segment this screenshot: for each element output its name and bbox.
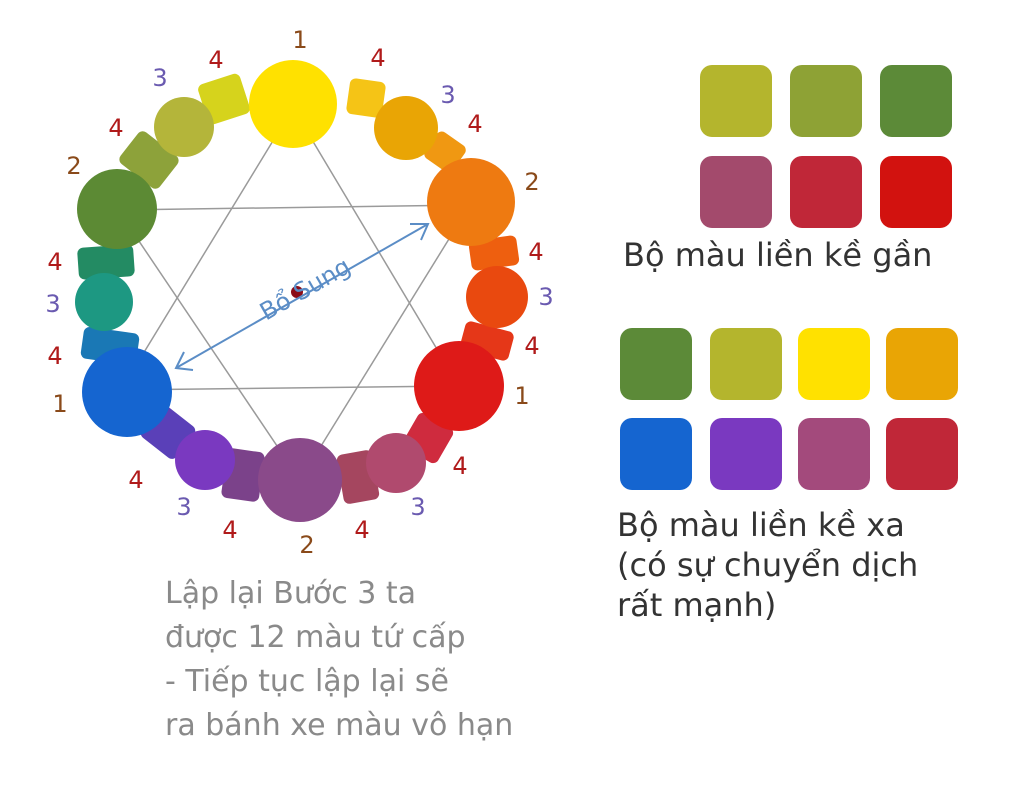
number-4-bottom: 4 (354, 516, 370, 544)
near-swatch-2 (790, 65, 862, 137)
t-swatch-yellow-orange (374, 96, 438, 160)
t-swatch-red-orange (466, 266, 528, 328)
number-4-top-right: 4 (370, 44, 386, 72)
t-swatch-red-violet (366, 433, 426, 493)
number-3-right: 3 (538, 283, 554, 311)
s-swatch-orange (427, 158, 515, 246)
q-swatch-11 (119, 131, 179, 189)
secondary-swatches (77, 158, 515, 522)
near-palette-caption: Bộ màu liền kề gần (623, 236, 933, 274)
far-swatch-6 (710, 418, 782, 490)
tertiary-swatches (75, 96, 528, 493)
explanation-line-3: - Tiếp tục lập lại sẽ (165, 664, 449, 699)
explanation-line-1: Lập lại Bước 3 ta (165, 576, 417, 611)
near-swatch-4 (700, 156, 772, 228)
number-3-bottom-left: 3 (176, 493, 192, 521)
far-caption-line-2: (có sự chuyển dịch (617, 546, 919, 584)
number-4-left-2: 4 (47, 248, 63, 276)
t-swatch-yellow-green (154, 97, 214, 157)
s-swatch-violet (258, 438, 342, 522)
near-swatch-5 (790, 156, 862, 228)
number-2-left: 2 (66, 152, 82, 180)
t-swatch-blue-violet (175, 430, 235, 490)
far-caption-line-3: rất mạnh) (617, 586, 777, 624)
q-swatch-12 (198, 73, 250, 125)
far-swatch-5 (620, 418, 692, 490)
number-4-bottom-left-2: 4 (128, 466, 144, 494)
number-1-left: 1 (52, 390, 68, 418)
far-swatch-8 (886, 418, 958, 490)
color-wheel (75, 60, 528, 522)
far-swatch-2 (710, 328, 782, 400)
number-4-right: 4 (528, 238, 544, 266)
number-4-top-right-2: 4 (467, 110, 483, 138)
number-3-top-left: 3 (152, 64, 168, 92)
q-swatch-1 (346, 78, 386, 118)
far-caption-line-1: Bộ màu liền kề xa (617, 506, 905, 544)
p-swatch-yellow (249, 60, 337, 148)
number-4-right-2: 4 (524, 332, 540, 360)
triangle-line-1 (292, 107, 460, 387)
triangle-line-4 (117, 204, 471, 211)
wheel-explanation: Lập lại Bước 3 ta được 12 màu tứ cấp - T… (165, 572, 513, 748)
explanation-line-2: được 12 màu tứ cấp (165, 620, 466, 655)
number-3-left: 3 (45, 290, 61, 318)
number-4-bottom-left: 4 (222, 516, 238, 544)
primary-swatches (82, 60, 504, 437)
number-2-right: 2 (524, 168, 540, 196)
s-swatch-green (77, 169, 157, 249)
t-swatch-blue-green (75, 273, 133, 331)
number-1-top: 1 (292, 26, 308, 54)
triangle-line-2 (120, 385, 460, 391)
far-swatch-3 (798, 328, 870, 400)
p-swatch-blue (82, 347, 172, 437)
far-swatch-1 (620, 328, 692, 400)
triangle-line-3 (120, 107, 294, 391)
near-swatch-6 (880, 156, 952, 228)
far-swatch-4 (886, 328, 958, 400)
near-swatch-3 (880, 65, 952, 137)
number-1-right: 1 (514, 382, 530, 410)
q-swatch-10 (77, 244, 135, 280)
hexagram-lines (117, 107, 471, 481)
number-3-bottom-right: 3 (410, 493, 426, 521)
number-4-bottom-right: 4 (452, 452, 468, 480)
explanation-line-4: ra bánh xe màu vô hạn (165, 708, 514, 743)
far-palette-caption: Bộ màu liền kề xa (có sự chuyển dịch rất… (617, 505, 918, 625)
number-4-left: 4 (47, 342, 63, 370)
triangle-line-6 (117, 209, 301, 481)
complementary-arrow (174, 223, 430, 371)
p-swatch-red (414, 341, 504, 431)
number-3-top-right: 3 (440, 81, 456, 109)
triangle-line-5 (299, 204, 471, 481)
number-4-left-3: 4 (108, 114, 124, 142)
far-swatch-7 (798, 418, 870, 490)
near-swatch-1 (700, 65, 772, 137)
center-dot (291, 286, 303, 298)
number-4-top-left: 4 (208, 46, 224, 74)
number-2-bottom: 2 (299, 531, 315, 559)
